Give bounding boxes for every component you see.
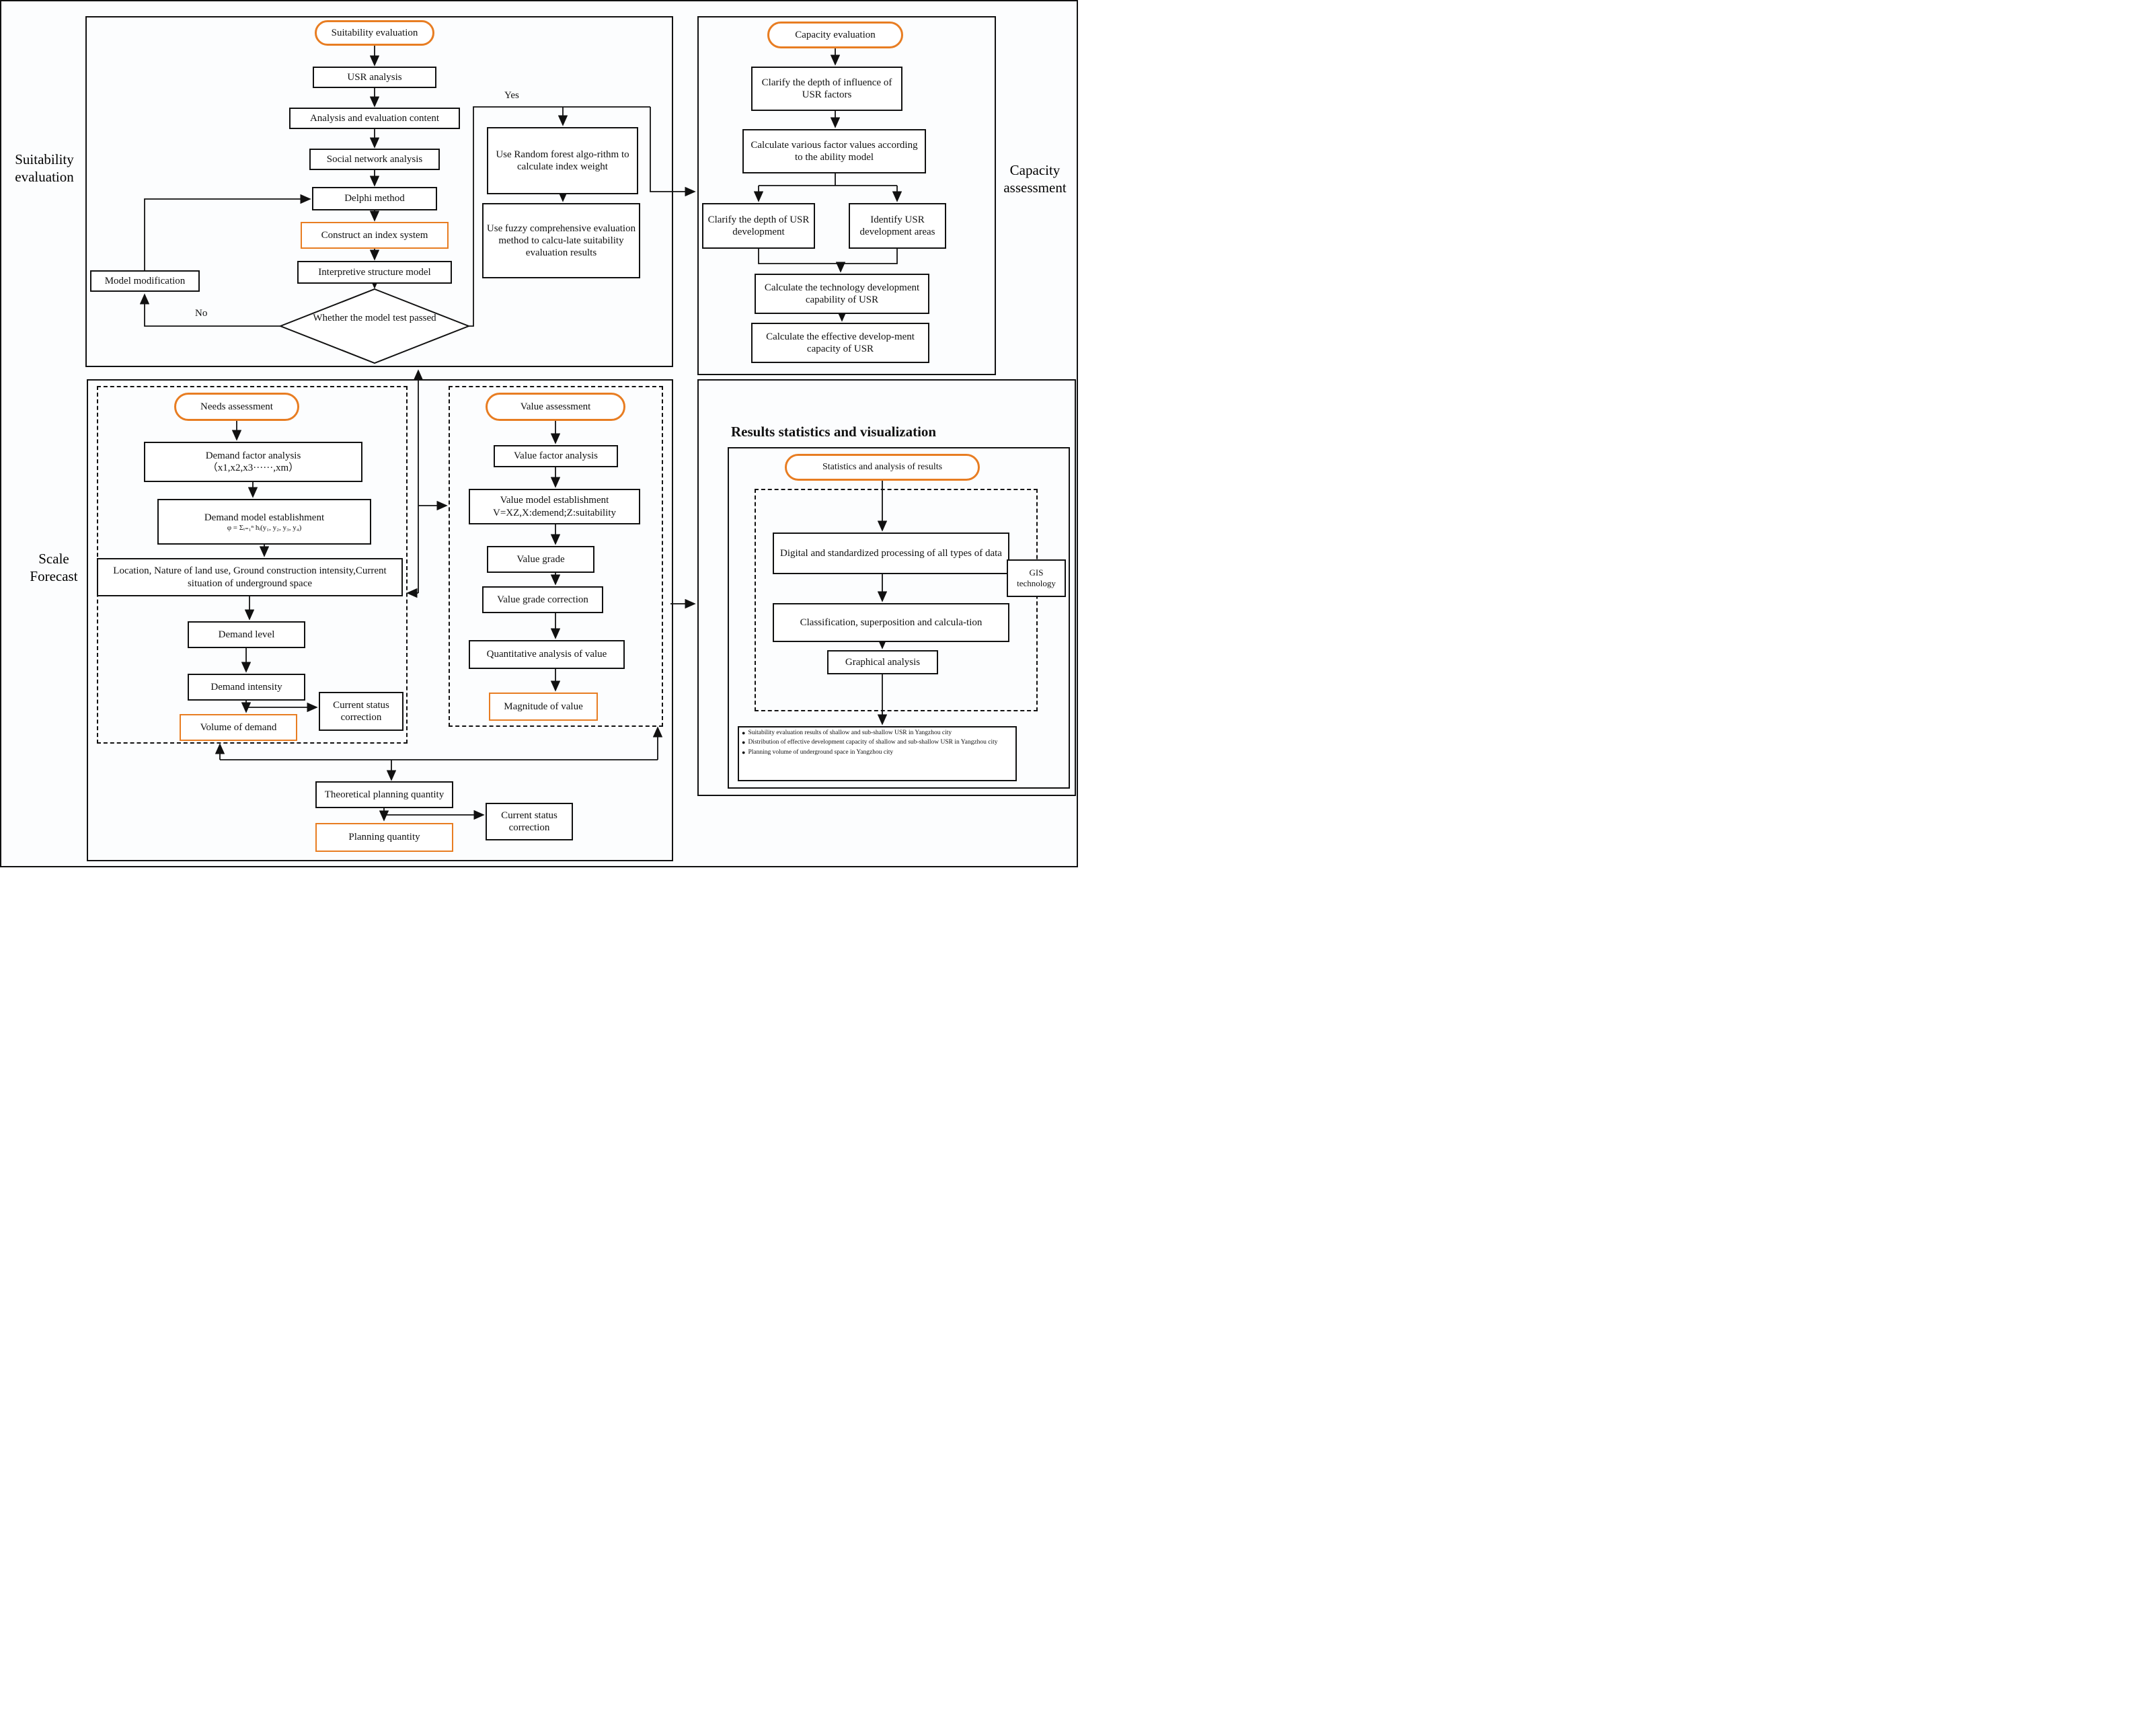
demand-intensity-box: Demand intensity	[188, 674, 305, 701]
value-factor-analysis-box: Value factor analysis	[494, 445, 618, 467]
bullet-text: Distribution of effective development ca…	[748, 739, 998, 746]
current-status-correction-box-2: Current status correction	[486, 803, 573, 840]
demand-model-formula: φ = Σᵢ₌₁ⁿ hᵢ(y₁, y₂, y₃, y₄)	[227, 524, 302, 533]
results-title: Results statistics and visualization	[731, 424, 937, 440]
current-status-correction-box-1: Current status correction	[319, 692, 403, 731]
capacity-evaluation-pill: Capacity evaluation	[767, 22, 903, 48]
factor-values-box: Calculate various factor values accordin…	[742, 129, 926, 173]
graphical-analysis-box: Graphical analysis	[827, 650, 938, 674]
depth-development-box: Clarify the depth of USR development	[702, 203, 815, 249]
results-inner-dashed-box	[755, 489, 1038, 711]
value-grade-correction-box: Value grade correction	[482, 586, 603, 613]
volume-of-demand-box: Volume of demand	[180, 714, 297, 741]
results-bullet-list: ●Suitability evaluation results of shall…	[738, 726, 1017, 781]
demand-factor-analysis-box: Demand factor analysis （x1,x2,x3······,x…	[144, 442, 362, 482]
delphi-method-box: Delphi method	[312, 187, 437, 210]
gis-technology-box: GIS technology	[1007, 559, 1066, 597]
suitability-evaluation-pill: Suitability evaluation	[315, 20, 434, 46]
list-item: ●Planning volume of underground space in…	[742, 749, 1011, 756]
scale-forecast-section-box	[87, 379, 673, 861]
tech-capability-box: Calculate the technology development cap…	[755, 274, 929, 314]
construct-index-system-box: Construct an index system	[301, 222, 449, 249]
demand-model-label: Demand model establishment	[204, 512, 325, 523]
theoretical-planning-quantity-box: Theoretical planning quantity	[315, 781, 453, 808]
model-modification-box: Model modification	[90, 270, 200, 292]
bullet-icon: ●	[742, 730, 746, 736]
scale-forecast-section-label: Scale Forecast	[30, 551, 78, 585]
value-grade-box: Value grade	[487, 546, 594, 573]
demand-level-box: Demand level	[188, 621, 305, 648]
effective-capacity-box: Calculate the effective develop-ment cap…	[751, 323, 929, 363]
analysis-evaluation-content-box: Analysis and evaluation content	[289, 108, 460, 129]
social-network-analysis-box: Social network analysis	[309, 149, 440, 170]
interpretive-structure-model-box: Interpretive structure model	[297, 261, 452, 284]
value-model-line2: V=XZ,X:demend;Z:suitability	[492, 507, 617, 518]
capacity-section-box	[697, 16, 996, 375]
bullet-icon: ●	[742, 739, 746, 746]
statistics-analysis-pill: Statistics and analysis of results	[785, 454, 980, 481]
location-factors-box: Location, Nature of land use, Ground con…	[97, 558, 403, 596]
list-item: ●Suitability evaluation results of shall…	[742, 730, 1011, 737]
demand-factor-variables: （x1,x2,x3······,xm）	[207, 463, 299, 473]
bullet-text: Suitability evaluation results of shallo…	[748, 730, 952, 736]
random-forest-box: Use Random forest algo-rithm to calculat…	[487, 127, 638, 194]
list-item: ●Distribution of effective development c…	[742, 739, 1011, 746]
suitability-section-label: Suitability evaluation	[15, 151, 74, 186]
value-model-box: Value model establishment V=XZ,X:demend;…	[469, 489, 640, 524]
results-content-box	[728, 447, 1070, 789]
demand-model-box: Demand model establishment φ = Σᵢ₌₁ⁿ hᵢ(…	[157, 499, 371, 545]
bullet-icon: ●	[742, 748, 746, 756]
magnitude-of-value-box: Magnitude of value	[489, 693, 598, 721]
identify-areas-box: Identify USR development areas	[849, 203, 946, 249]
usr-analysis-box: USR analysis	[313, 67, 436, 88]
results-section-box	[697, 379, 1076, 796]
bullet-text: Planning volume of underground space in …	[748, 748, 894, 756]
flowchart-canvas: Suitability evaluation Capacity assessme…	[0, 0, 1078, 867]
fuzzy-evaluation-box: Use fuzzy comprehensive evaluation metho…	[482, 203, 640, 278]
no-label: No	[195, 308, 208, 319]
capacity-section-label: Capacity assessment	[1003, 162, 1067, 196]
value-model-line1: Value model establishment	[500, 495, 609, 506]
value-assessment-pill: Value assessment	[486, 393, 625, 421]
model-test-diamond-label: Whether the model test passed	[313, 313, 436, 323]
depth-influence-box: Clarify the depth of influence of USR fa…	[751, 67, 902, 111]
planning-quantity-box: Planning quantity	[315, 823, 453, 852]
demand-factor-label: Demand factor analysis	[205, 450, 301, 461]
digital-processing-box: Digital and standardized processing of a…	[773, 533, 1009, 574]
needs-assessment-pill: Needs assessment	[174, 393, 299, 421]
yes-label: Yes	[504, 90, 519, 101]
classification-superposition-box: Classification, superposition and calcul…	[773, 603, 1009, 642]
quantitative-analysis-box: Quantitative analysis of value	[469, 640, 625, 669]
value-assessment-dashed-box	[449, 386, 663, 727]
